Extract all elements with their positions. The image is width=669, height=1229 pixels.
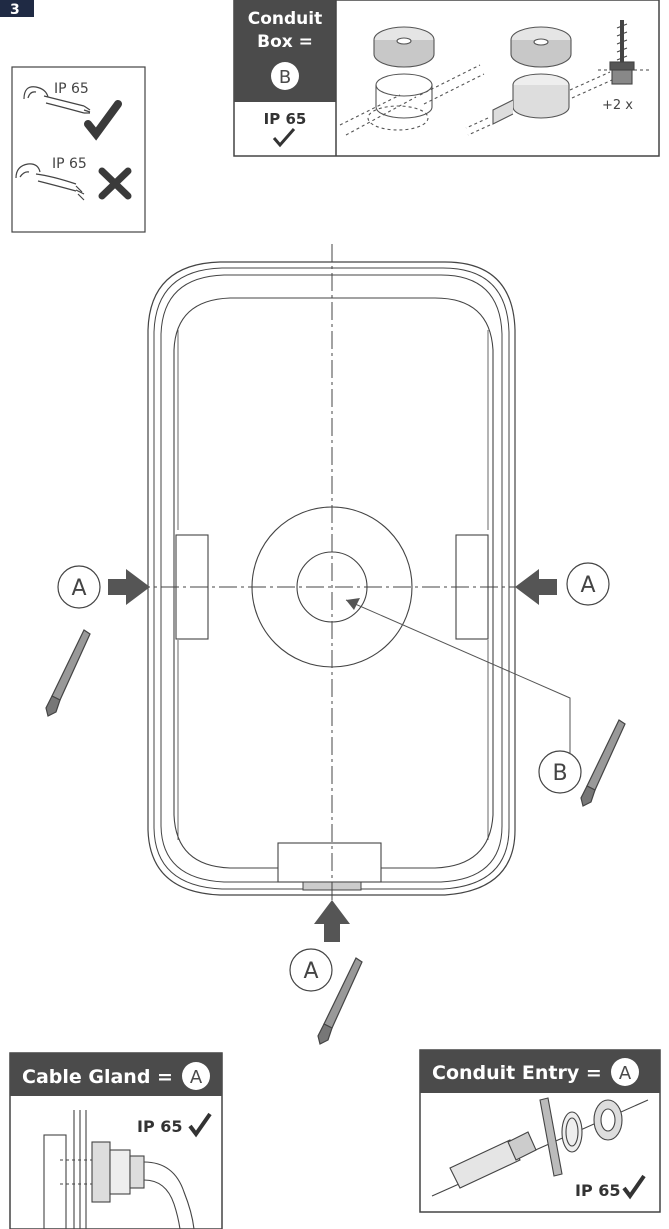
conduit-box-title-line1: Conduit xyxy=(248,9,322,29)
badge-a-circle xyxy=(611,1058,639,1086)
left-entry-arrow xyxy=(108,569,150,605)
cable-gland-ip-label: IP 65 xyxy=(137,1117,183,1136)
conduit-entry-ip-label: IP 65 xyxy=(575,1181,621,1200)
bottom-entry-arrow xyxy=(314,900,350,942)
drill-bit-icon-right xyxy=(580,719,626,807)
marker-b-center: B xyxy=(538,750,582,794)
conduit-box-panel: Conduit Box = B IP 65 xyxy=(233,0,660,157)
badge-a-circle xyxy=(182,1062,210,1090)
conduit-entry-panel: Conduit Entry = A IP 65 xyxy=(419,1049,661,1213)
b-leader-line xyxy=(345,599,571,760)
enclosure-outline xyxy=(147,261,516,896)
svg-text:A: A xyxy=(580,573,595,598)
ip-good-label: IP 65 xyxy=(54,81,89,97)
marker-a-right: A xyxy=(566,562,610,606)
bottom-mount-tab xyxy=(277,842,382,883)
conduit-entry-badge: A xyxy=(619,1063,632,1084)
cable-gland-title: Cable Gland = xyxy=(22,1066,173,1088)
ip-rating-box: IP 65 IP 65 xyxy=(11,66,146,233)
entry-hole-outline xyxy=(296,551,368,623)
checkmark-icon xyxy=(188,1112,212,1138)
ip-bad-label: IP 65 xyxy=(52,156,87,172)
conduit-box-badge: B xyxy=(279,67,291,88)
right-entry-arrow xyxy=(515,569,557,605)
svg-text:B: B xyxy=(552,761,567,786)
cable-gland-illustration xyxy=(43,1110,195,1229)
threaded-box-illustration xyxy=(465,26,613,136)
screw-icon xyxy=(598,20,650,85)
badge-b-circle xyxy=(271,62,299,90)
step-badge: 3 xyxy=(0,0,34,18)
marker-a-bottom: A xyxy=(289,948,333,992)
conduit-entry-title: Conduit Entry = xyxy=(432,1062,602,1084)
screw-note: +2 x xyxy=(602,98,633,113)
b-leader-arrowhead xyxy=(346,598,360,610)
conduit-entry-illustration xyxy=(431,1097,649,1197)
cable-sealed-icon xyxy=(23,86,91,114)
drill-bit-icon-left xyxy=(45,629,91,717)
cable-gland-panel: Cable Gland = A IP 65 xyxy=(9,1052,223,1229)
cable-gland-badge: A xyxy=(190,1067,203,1088)
cross-icon xyxy=(98,167,132,200)
svg-text:A: A xyxy=(303,959,318,984)
step-number: 3 xyxy=(10,2,20,18)
checkmark-icon xyxy=(622,1174,646,1200)
svg-text:A: A xyxy=(71,576,86,601)
conduit-box-ip-label: IP 65 xyxy=(264,110,307,128)
drill-bit-icon-bottom xyxy=(317,957,363,1045)
checkmark-icon xyxy=(84,100,122,141)
conduit-box-outline xyxy=(251,506,413,668)
marker-a-left: A xyxy=(57,565,101,609)
conduit-box-title-line2: Box = xyxy=(257,32,313,52)
round-box-illustration xyxy=(339,26,485,136)
checkmark-icon xyxy=(272,128,296,148)
cable-unsealed-icon xyxy=(15,163,85,201)
